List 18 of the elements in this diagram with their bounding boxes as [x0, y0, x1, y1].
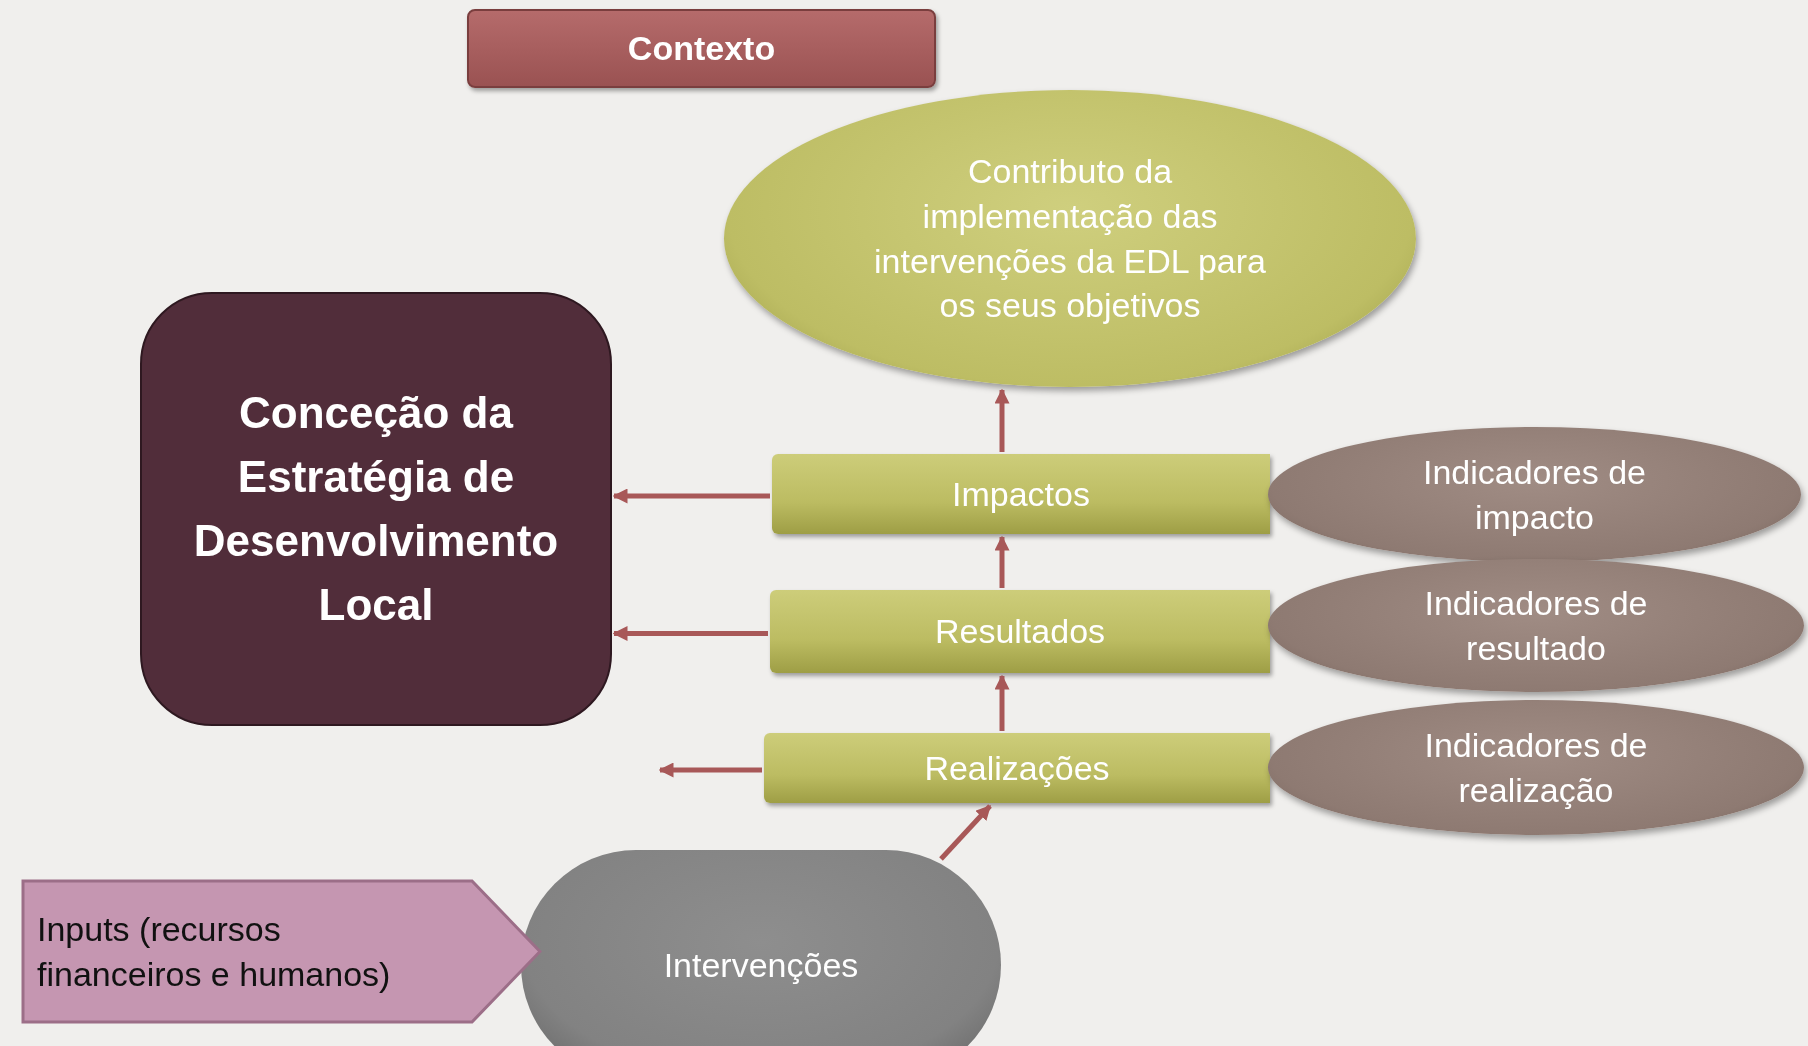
- level-bar: Impactos: [772, 454, 1270, 534]
- arrow: [658, 762, 762, 778]
- goal-ellipse: Contributo da implementação das intervenções da EDL para os seus objetivos: [724, 90, 1416, 387]
- input-arrow-shape: Inputs (recursos financeiros e humanos): [21, 879, 542, 1024]
- arrow: [994, 388, 1010, 452]
- arrow: [939, 804, 992, 861]
- indicator-ellipse: Indicadores de resultado: [1268, 559, 1804, 692]
- indicator-ellipse: Indicadores de realização: [1268, 700, 1804, 835]
- intervention-pill: Intervenções: [521, 850, 1001, 1046]
- header-box: Contexto: [467, 9, 936, 88]
- level-bar: Resultados: [770, 590, 1270, 673]
- arrow: [612, 626, 768, 641]
- arrow: [994, 535, 1010, 588]
- level-bar: Realizações: [764, 733, 1270, 803]
- strategy-box: Conceção da Estratégia de Desenvolvimento Local: [140, 292, 612, 726]
- arrow: [994, 674, 1010, 731]
- arrow: [612, 488, 770, 504]
- indicator-ellipse: Indicadores de impacto: [1268, 427, 1801, 562]
